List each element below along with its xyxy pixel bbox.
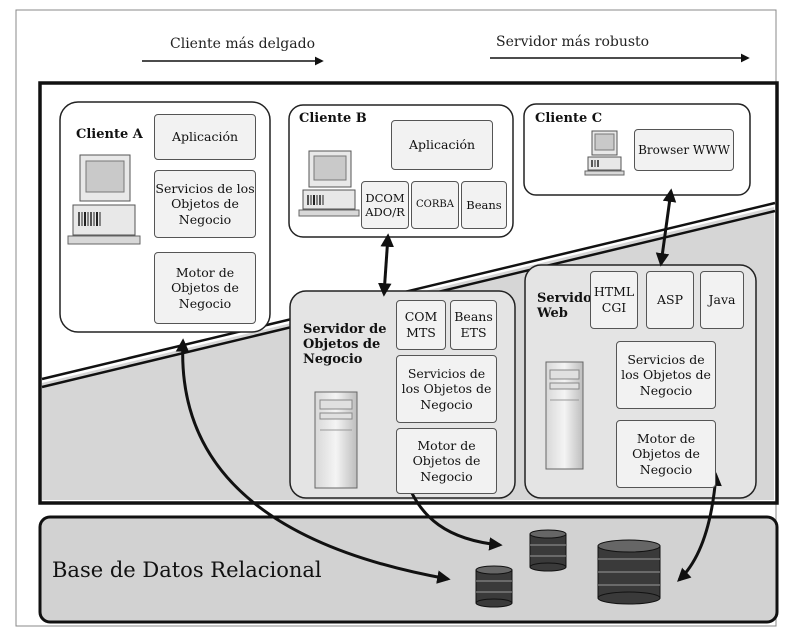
arrow-web-database [677, 472, 722, 582]
cliente-a-motor: Motor de Objetos de Negocio [154, 252, 256, 324]
servidor-objetos-title: Servidor de Objetos de Negocio [303, 322, 387, 367]
servidor-web-asp: ASP [646, 271, 694, 329]
robust-server-label: Servidor más robusto [496, 34, 650, 50]
cliente-a-computer-icon [67, 154, 141, 245]
database-disk-medium [529, 529, 567, 572]
servidor-objetos-motor: Motor de Objetos de Negocio [396, 428, 497, 494]
thin-client-label: Cliente más delgado [170, 36, 316, 52]
servidor-web-motor: Motor de Objetos de Negocio [616, 420, 716, 488]
servidor-objetos-tower-icon [314, 391, 358, 489]
cliente-b-aplicacion: Aplicación [391, 120, 493, 170]
arrow-cliente-b-servidor [378, 233, 394, 297]
cliente-b-title: Cliente B [299, 111, 367, 126]
database-disk-large [597, 539, 661, 605]
arrow-cliente-c-web [655, 188, 677, 267]
cliente-c-computer-icon [584, 130, 625, 176]
cliente-a-title: Cliente A [76, 127, 143, 142]
servidor-web-title: Servidor Web [537, 291, 599, 321]
cliente-c-browser: Browser WWW [634, 129, 734, 171]
cliente-a-aplicacion: Aplicación [154, 114, 256, 160]
cliente-c-title: Cliente C [535, 111, 603, 126]
arrow-cliente-a-database [175, 338, 451, 584]
database-title: Base de Datos Relacional [52, 558, 322, 582]
cliente-b-computer-icon [298, 150, 360, 217]
servidor-objetos-com: COM MTS [396, 300, 446, 350]
servidor-web-java: Java [700, 271, 744, 329]
servidor-web-html: HTML CGI [590, 271, 638, 329]
servidor-objetos-servicios: Servicios de los Objetos de Negocio [396, 355, 497, 423]
cliente-b-corba: CORBA [411, 181, 459, 229]
cliente-b-dcom: DCOM ADO/R [361, 181, 409, 229]
servidor-web-tower-icon [545, 361, 584, 470]
cliente-b-beans: Beans [461, 181, 507, 229]
cliente-a-servicios: Servicios de los Objetos de Negocio [154, 170, 256, 238]
servidor-web-servicios: Servicios de los Objetos de Negocio [616, 341, 716, 409]
database-disk-small [475, 565, 513, 608]
servidor-objetos-beans: Beans ETS [450, 300, 497, 350]
